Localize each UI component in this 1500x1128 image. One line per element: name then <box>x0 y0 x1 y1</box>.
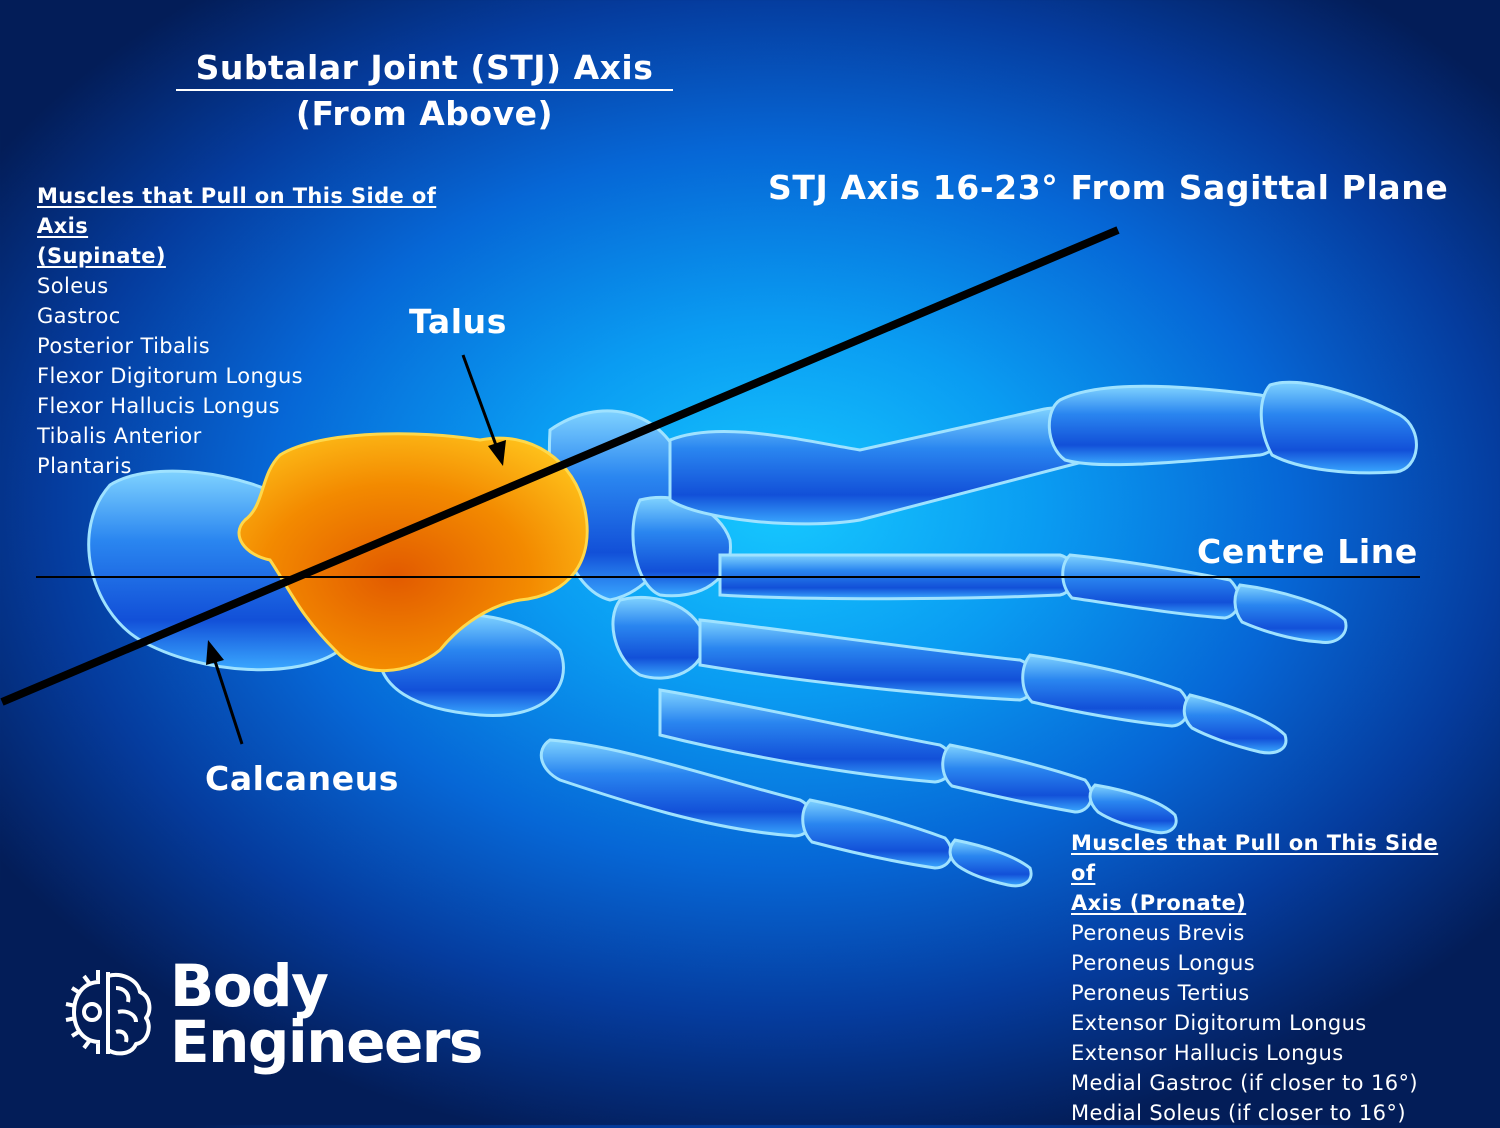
pronate-muscle-list: Muscles that Pull on This Side of Axis (… <box>1071 828 1466 1128</box>
phalanx-bone <box>941 743 1093 814</box>
centre-line-label: Centre Line <box>1197 532 1418 571</box>
cuneiform-bone <box>611 595 707 680</box>
list-item: Peroneus Tertius <box>1071 981 1250 1005</box>
list-item: Peroneus Brevis <box>1071 921 1245 945</box>
list-item: Medial Gastroc (if closer to 16°) <box>1071 1071 1419 1095</box>
foot-bones <box>87 380 1418 888</box>
list-item: Plantaris <box>37 454 132 478</box>
phalanx-bone <box>801 798 953 870</box>
calcaneus-label: Calcaneus <box>205 759 400 798</box>
list-item: Medial Soleus (if closer to 16°) <box>1071 1101 1406 1125</box>
supinate-heading-line-2: (Supinate) <box>37 244 166 268</box>
title-line-1: Subtalar Joint (STJ) Axis <box>176 46 673 91</box>
list-item: Tibalis Anterior <box>37 424 202 448</box>
metatarsal-5-bone <box>539 738 815 838</box>
phalanx-bone <box>1021 653 1190 728</box>
list-item: Flexor Hallucis Longus <box>37 394 280 418</box>
list-item: Soleus <box>37 274 109 298</box>
list-item: Gastroc <box>37 304 121 328</box>
pronate-heading-line-1: Muscles that Pull on This Side of <box>1071 831 1439 885</box>
metatarsal-1-bone <box>668 406 1095 526</box>
brand-wordmark: Body Engineers <box>170 952 483 1076</box>
calcaneus-arrow <box>206 640 244 745</box>
brain-gear-logo-icon <box>65 970 152 1056</box>
list-item: Extensor Digitorum Longus <box>1071 1011 1367 1035</box>
talus-arrow <box>461 354 506 466</box>
brand-line-1: Body <box>170 952 329 1020</box>
list-item: Peroneus Longus <box>1071 951 1256 975</box>
pronate-heading-line-2: Axis (Pronate) <box>1071 891 1247 915</box>
stj-axis-label: STJ Axis 16-23° From Sagittal Plane <box>768 168 1449 207</box>
talus-label: Talus <box>409 302 507 341</box>
metatarsal-4-bone <box>658 688 955 784</box>
list-item: Posterior Tibalis <box>37 334 211 358</box>
supinate-heading-line-1: Muscles that Pull on This Side of Axis <box>37 184 437 238</box>
metatarsal-3-bone <box>698 618 1037 702</box>
phalanx-bone <box>1182 693 1288 755</box>
list-item: Extensor Hallucis Longus <box>1071 1041 1344 1065</box>
phalanx-bone <box>1047 384 1284 467</box>
phalanx-bone <box>1259 380 1418 475</box>
phalanx-bone <box>1061 553 1241 620</box>
page-title: Subtalar Joint (STJ) Axis (From Above) <box>176 46 673 137</box>
phalanx-bone <box>948 838 1033 888</box>
title-line-2: (From Above) <box>295 94 554 133</box>
stj-axis-line <box>0 226 1120 706</box>
supinate-muscle-list: Muscles that Pull on This Side of Axis (… <box>37 181 477 481</box>
phalanx-bone <box>1233 583 1348 645</box>
brand-line-2: Engineers <box>170 1008 483 1076</box>
list-item: Flexor Digitorum Longus <box>37 364 303 388</box>
phalanx-bone <box>1088 783 1178 835</box>
